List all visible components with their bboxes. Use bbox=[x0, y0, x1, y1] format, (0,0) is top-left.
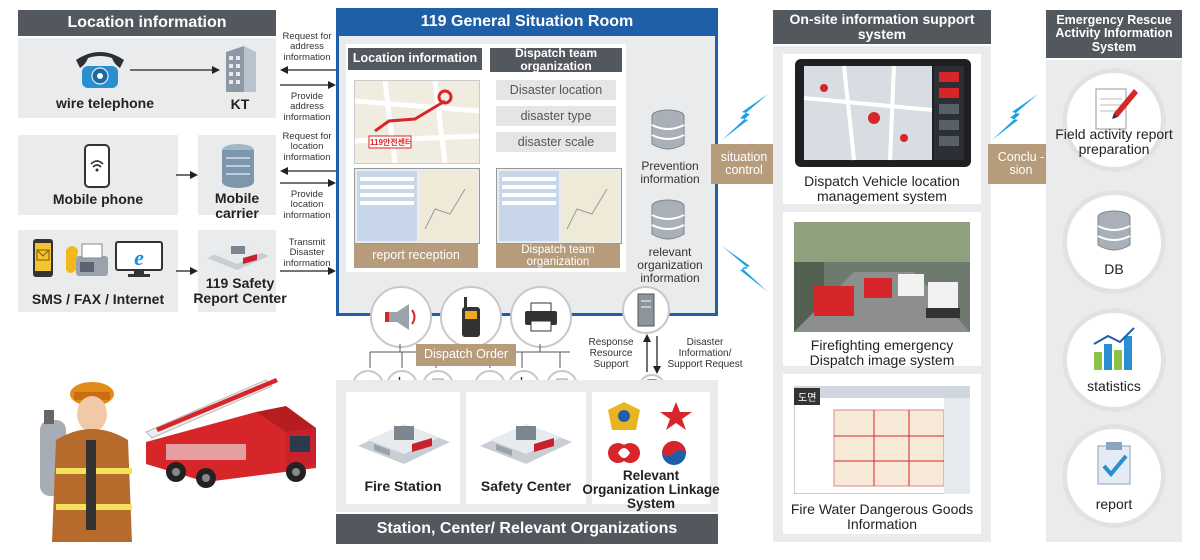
fire-water-label: Fire Water Dangerous Goods Information bbox=[790, 501, 974, 532]
server-building-icon bbox=[222, 144, 254, 188]
telephone-icon bbox=[76, 52, 124, 88]
report-circle bbox=[1062, 424, 1166, 528]
database-icon bbox=[651, 199, 685, 240]
fire-station-building-icon bbox=[358, 424, 450, 464]
dispatch-order-label: Dispatch Order bbox=[416, 344, 516, 366]
dispatch-team-org-header: Dispatch team organization bbox=[490, 47, 622, 72]
map-text: 119안전센터 bbox=[370, 138, 413, 147]
onsite-header: On-site information support system bbox=[773, 10, 991, 44]
arrow-icon bbox=[176, 171, 198, 179]
floor-plan-screen bbox=[794, 386, 970, 494]
drawing-tag: 도면 bbox=[794, 388, 821, 405]
internet-explorer-icon: e bbox=[115, 241, 163, 277]
relevant-org-linkage-label: Relevant Organization Linkage System bbox=[582, 468, 720, 512]
arrow-right-icon bbox=[280, 179, 336, 187]
sms-fax-internet-label: SMS / FAX / Internet bbox=[31, 291, 165, 307]
lightning-icon bbox=[722, 246, 768, 292]
conclusion-box: Conclu -sion bbox=[988, 144, 1054, 184]
location-info-header: Location information bbox=[18, 10, 276, 36]
location-info-subheader: Location information bbox=[348, 48, 482, 70]
safety-report-center-label: 119 Safety Report Center bbox=[193, 275, 287, 306]
smartphone-icon bbox=[33, 239, 53, 277]
kt-label: KT bbox=[230, 96, 250, 112]
response-resource-support-label: Response Resource Support bbox=[588, 337, 634, 370]
siren-circle bbox=[370, 286, 432, 348]
provide-address-label: Provide address information bbox=[283, 91, 331, 123]
statistics-label: statistics bbox=[1087, 378, 1141, 394]
printer-icon bbox=[525, 302, 557, 332]
field-report-circle bbox=[1062, 68, 1166, 172]
svg-text:e: e bbox=[134, 245, 144, 270]
arrow-left-icon bbox=[280, 66, 336, 74]
lightning-icon bbox=[722, 94, 768, 140]
request-location-label: Request for location information bbox=[282, 131, 332, 163]
provide-location-label: Provide location information bbox=[283, 189, 331, 221]
stations-footer: Station, Center/ Relevant Organizations bbox=[336, 514, 718, 544]
fire-truck-illustration bbox=[145, 378, 316, 488]
wire-telephone-label: wire telephone bbox=[55, 95, 155, 111]
relevant-org-info-label: relevant organization information bbox=[637, 245, 703, 285]
disaster-info-support-request-label: Disaster Information/ Support Request bbox=[667, 337, 743, 370]
db-label: DB bbox=[1104, 261, 1124, 277]
report-reception-button[interactable]: report reception bbox=[354, 244, 478, 268]
mobile-phone-icon bbox=[84, 144, 110, 188]
report-center-panel bbox=[198, 230, 276, 312]
rescue-header: Emergency Rescue Activity Information Sy… bbox=[1046, 10, 1182, 58]
police-emblem-icon bbox=[608, 402, 640, 430]
arrow-left-icon bbox=[280, 167, 336, 175]
field-report-label: Field activity report preparation bbox=[1055, 126, 1173, 157]
dispatch-team-org-button[interactable]: Dispatch team organization bbox=[496, 244, 620, 268]
dispatch-vehicle-label: Dispatch Vehicle location management sys… bbox=[804, 173, 960, 204]
arrow-icon bbox=[130, 66, 220, 74]
up-down-arrows-icon bbox=[643, 334, 661, 374]
checklist-icon bbox=[1097, 442, 1131, 485]
mobile-carrier-label: Mobile carrier bbox=[214, 190, 260, 221]
lightning-icon bbox=[992, 94, 1038, 140]
situation-room-title: 119 General Situation Room bbox=[336, 8, 718, 36]
arrow-icon bbox=[176, 267, 198, 275]
request-address-label: Request for address information bbox=[282, 31, 332, 63]
firefighter-illustration bbox=[40, 382, 132, 542]
server-icon bbox=[637, 293, 655, 327]
report-screen bbox=[354, 168, 480, 244]
database-icon bbox=[1097, 210, 1131, 251]
disaster-type-field: disaster type bbox=[496, 106, 616, 126]
firefighting-image-label: Firefighting emergency Dispatch image sy… bbox=[809, 337, 955, 368]
korea-emblem-icon bbox=[662, 441, 686, 465]
report-center-building-icon bbox=[207, 244, 269, 270]
siren-icon bbox=[385, 304, 416, 330]
tablet-map-icon bbox=[795, 59, 971, 167]
bar-chart-icon bbox=[1093, 327, 1135, 370]
transmit-disaster-label: Transmit Disaster information bbox=[283, 237, 331, 269]
report-pen-icon bbox=[1095, 88, 1138, 130]
disaster-location-field: Disaster location bbox=[496, 80, 616, 100]
radio-circle bbox=[440, 286, 502, 348]
fire-station-label: Fire Station bbox=[364, 478, 442, 494]
prevention-info-label: Prevention information bbox=[640, 159, 700, 186]
building-icon bbox=[226, 46, 256, 92]
db-circle bbox=[1062, 190, 1166, 294]
military-emblem-icon bbox=[660, 402, 692, 430]
safety-center-label: Safety Center bbox=[480, 478, 572, 494]
red-cross-emblem-icon bbox=[608, 443, 640, 463]
server-circle bbox=[622, 286, 670, 334]
dispatch-screen bbox=[496, 168, 622, 244]
arrow-right-icon bbox=[280, 267, 336, 275]
safety-center-building-icon bbox=[480, 424, 572, 464]
printer-circle bbox=[510, 286, 572, 348]
report-label: report bbox=[1095, 496, 1133, 512]
radio-icon bbox=[462, 297, 480, 337]
location-map: 119안전센터 bbox=[354, 80, 480, 164]
fax-icon bbox=[66, 243, 108, 276]
arrow-right-icon bbox=[280, 81, 336, 89]
street-photo bbox=[794, 222, 970, 332]
mobile-phone-label: Mobile phone bbox=[52, 191, 144, 207]
disaster-scale-field: disaster scale bbox=[496, 132, 616, 152]
statistics-circle bbox=[1062, 308, 1166, 412]
database-icon bbox=[651, 109, 685, 150]
situation-control-box: situation control bbox=[711, 144, 777, 184]
